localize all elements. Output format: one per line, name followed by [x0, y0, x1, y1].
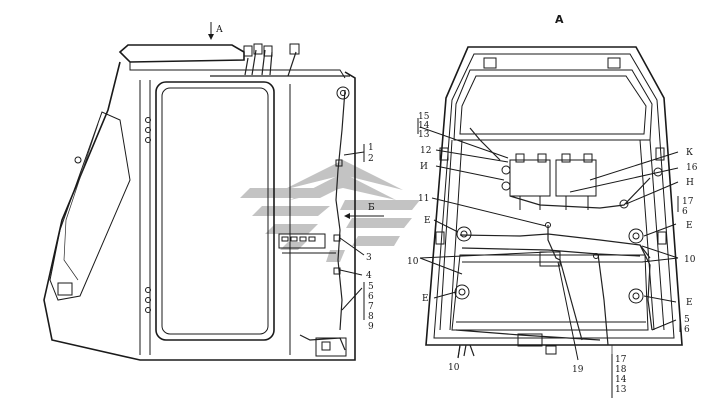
callout-4: 4	[366, 271, 372, 281]
cab-roof	[118, 44, 245, 63]
harness-down	[547, 225, 583, 341]
callout-5-right: 5	[684, 315, 690, 325]
callout-11: 11	[418, 194, 429, 204]
callout-12: 12	[420, 146, 431, 156]
callout-14-bottom: 14	[615, 375, 627, 385]
callout-6-lower: 6	[684, 325, 690, 335]
left-leaders	[339, 144, 365, 320]
callout-1: 1	[368, 143, 374, 153]
rear-window	[49, 111, 131, 301]
callout-2: 2	[368, 154, 374, 164]
floor-box	[315, 337, 347, 357]
pillar-harness	[335, 89, 346, 331]
callout-10-left: 10	[407, 257, 419, 267]
window-latch	[57, 282, 73, 296]
cab-body-outline	[43, 61, 356, 361]
callout-16: 16	[686, 163, 698, 173]
watermark-logo	[240, 160, 420, 262]
view-arrow-a-head	[208, 34, 214, 40]
callout-10-right: 10	[684, 255, 696, 265]
callout-e-3: Е	[686, 221, 693, 231]
view-arrow-a-label: А	[216, 25, 223, 35]
door-glass	[155, 81, 275, 341]
bottom-box	[517, 333, 543, 347]
lamp-e-4	[628, 288, 644, 304]
harness-module	[509, 177, 651, 209]
callout-3: 3	[366, 253, 372, 263]
view-a-title: А	[555, 13, 564, 26]
right-leaders	[417, 118, 681, 398]
section-label-b: Б	[368, 203, 375, 213]
callout-18: 18	[615, 365, 627, 375]
callout-i: И	[420, 162, 428, 172]
relay-module-block	[501, 153, 597, 210]
pillar-lamp	[336, 86, 350, 100]
callout-19: 19	[572, 365, 584, 375]
rear-top-window	[453, 69, 653, 141]
callout-6: 6	[368, 292, 374, 302]
lamp-e-1	[456, 226, 472, 242]
callout-9: 9	[368, 322, 374, 332]
callout-e-1: Е	[424, 216, 431, 226]
lamp-e-2	[628, 228, 644, 244]
callout-7: 7	[368, 302, 374, 312]
callout-e-2: Е	[422, 294, 429, 304]
callout-5: 5	[368, 282, 374, 292]
view-a: А	[407, 13, 698, 398]
callout-k: К	[686, 148, 693, 158]
callout-6-upper: 6	[682, 207, 688, 217]
lower-panel	[451, 254, 649, 331]
lamp-e-3	[454, 284, 470, 300]
callout-8: 8	[368, 312, 374, 322]
callout-17-bottom: 17	[615, 355, 627, 365]
cab-roof-edge	[129, 62, 346, 79]
callout-14-top: 14	[418, 121, 430, 131]
roof-connectors	[210, 43, 350, 77]
callout-10-bottom: 10	[448, 363, 460, 373]
callout-15: 15	[418, 112, 430, 122]
callout-17-right: 17	[682, 197, 694, 207]
floor-harness	[299, 334, 346, 351]
callout-h: Н	[686, 178, 694, 188]
cab-side-view: А	[43, 22, 384, 361]
callout-13-bottom: 13	[615, 385, 627, 395]
callout-e-4: Е	[686, 298, 693, 308]
callout-13-top: 13	[418, 130, 430, 140]
junction-box	[539, 251, 561, 267]
cab-rear-frame	[425, 46, 683, 346]
control-panel	[278, 233, 326, 249]
